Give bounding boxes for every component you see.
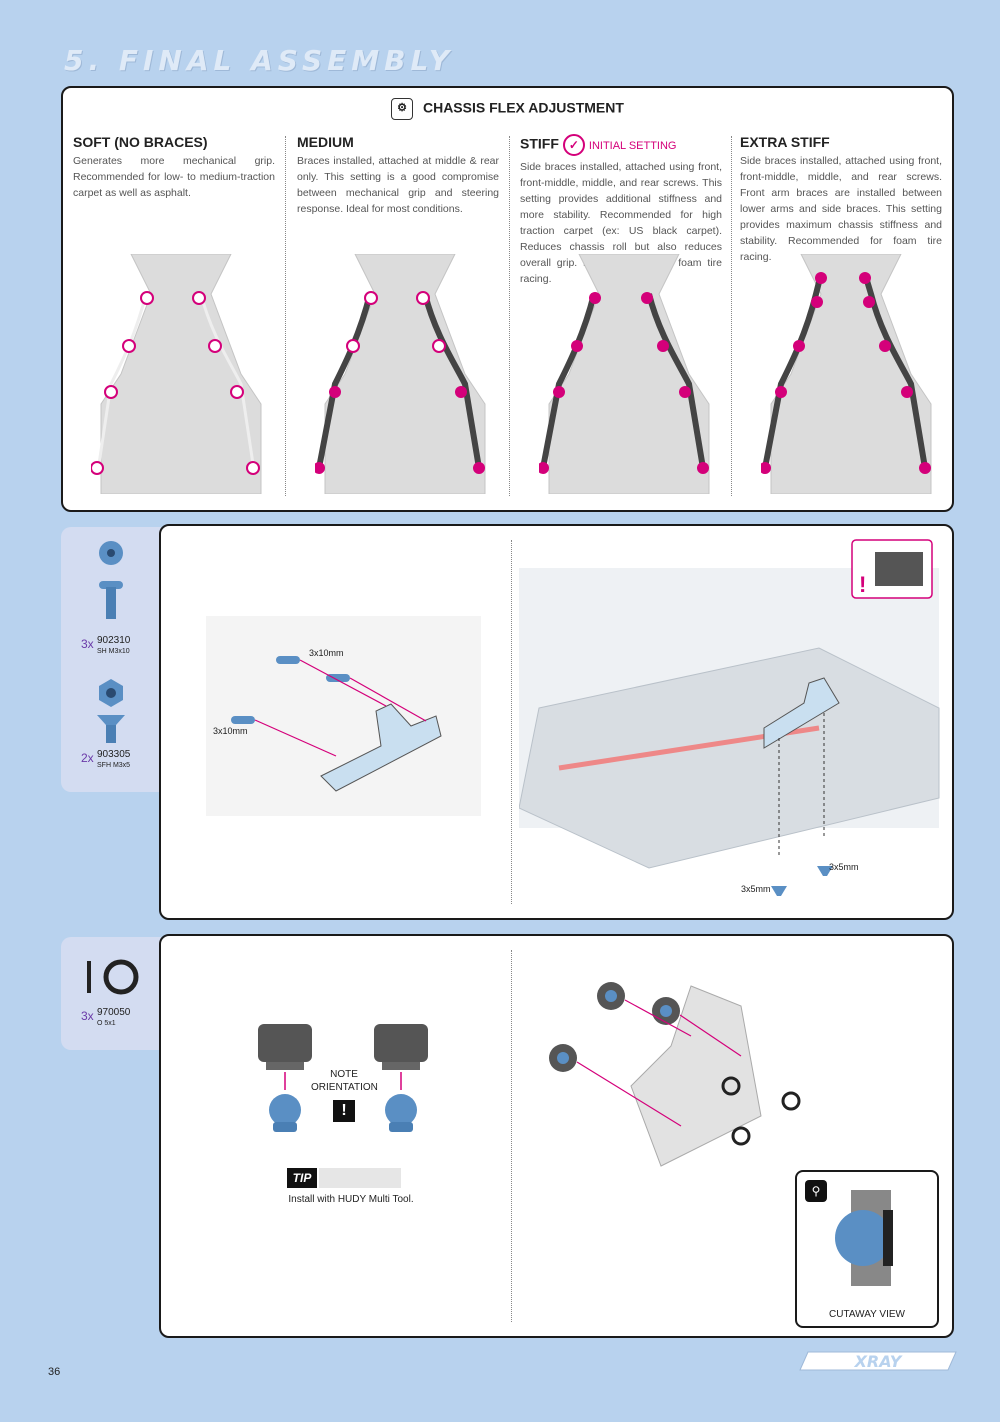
setting-soft: SOFT (NO BRACES) Generates more mechanic… <box>73 134 275 201</box>
bulkhead-illustration <box>549 982 801 1167</box>
chassis-install-illustration: ! <box>519 539 940 896</box>
page-title: 5. FINAL ASSEMBLY <box>64 44 455 77</box>
chassis-stiff-illustration <box>539 254 710 494</box>
chassis-medium-illustration <box>315 254 486 494</box>
brace-assembly-illustration <box>206 616 481 816</box>
chassis-soft-illustration <box>91 254 262 494</box>
button-head-screw-icon <box>99 541 123 619</box>
brand-text: XRAY <box>854 1352 903 1371</box>
setting-desc: Side braces installed, attached using fr… <box>740 155 942 263</box>
setting-medium: MEDIUM Braces installed, attached at mid… <box>297 134 499 217</box>
page-number: 36 <box>48 1366 61 1378</box>
setting-name: STIFF <box>520 135 559 152</box>
o-ring-icon <box>87 959 139 995</box>
multi-tool-icon <box>319 1168 401 1188</box>
setting-name: SOFT (NO BRACES) <box>73 134 208 150</box>
checkmark-icon: ✓ <box>562 134 585 156</box>
orientation-note: NOTE ORIENTATION <box>311 1069 378 1093</box>
tip-text: Install with HUDY Multi Tool. <box>288 1194 414 1205</box>
cutaway-view-box: ⚲ CUTAWAY VIEW <box>795 1170 939 1328</box>
settings-icon: ⚙ <box>391 98 414 120</box>
step1-panel: 3x10mm 3x10mm ! 3x5mm 3x5mm <box>159 524 954 920</box>
setting-extra-stiff: EXTRA STIFF Side braces installed, attac… <box>740 134 942 265</box>
svg-text:!: ! <box>859 572 866 597</box>
chassis-flex-header: CHASSIS FLEX ADJUSTMENT <box>422 99 624 116</box>
magnifier-icon: ⚲ <box>805 1180 827 1202</box>
step2-panel: NOTE ORIENTATION ! TIP Install with HUDY… <box>159 934 954 1338</box>
ball-cup-illustration <box>258 1024 428 1132</box>
xray-logo: XRAY <box>799 1351 957 1371</box>
setting-name: EXTRA STIFF <box>740 134 830 150</box>
chassis-extra-stiff-illustration <box>761 254 932 494</box>
chassis-flex-panel: ⚙ CHASSIS FLEX ADJUSTMENT SOFT (NO BRACE… <box>61 86 954 512</box>
setting-desc: Generates more mechanical grip. Recommen… <box>73 155 275 199</box>
setting-name: MEDIUM <box>297 134 354 150</box>
tip-badge: TIP <box>287 1168 317 1188</box>
setting-desc: Braces installed, attached at middle & r… <box>297 155 499 215</box>
cutaway-label: CUTAWAY VIEW <box>829 1309 905 1320</box>
warning-icon: ! <box>333 1100 355 1122</box>
flat-head-screw-icon <box>97 679 125 743</box>
initial-setting-badge: INITIAL SETTING <box>588 139 677 152</box>
